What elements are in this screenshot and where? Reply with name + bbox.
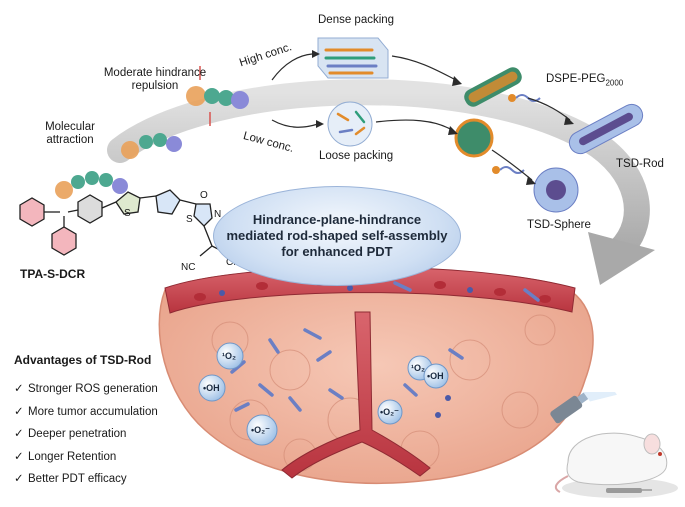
ros-hydroxyl-1: •OH [203,383,220,393]
tsd-rod [568,103,644,155]
check-icon: ✓ [14,450,24,463]
ros-superoxide-2: •O₂⁻ [380,407,399,417]
advantages-list: ✓ Stronger ROS generation ✓ More tumor acc… [14,378,158,491]
advantage-item: ✓ Longer Retention [14,446,158,469]
vessel-branch [281,311,431,479]
check-icon: ✓ [14,383,24,395]
label-molecular-attraction: Molecular attraction [30,121,110,147]
check-icon: ✓ [14,405,24,418]
check-icon: ✓ [14,473,24,485]
atom-s2: S [186,214,193,225]
center-title-line-2: mediated rod-shaped self-assembly [226,228,448,243]
rod-aggregate [464,67,522,107]
label-tpa-s-dcr: TPA-S-DCR [20,267,86,281]
advantage-item: ✓ Deeper penetration [14,423,158,446]
advantage-text: Longer Retention [28,450,117,463]
label-tsd-sphere: TSD-Sphere [527,219,591,231]
ros-singlet-oxygen-2: ¹O₂ [411,363,425,373]
label-dense-packing: Dense packing [318,14,395,26]
advantage-item: ✓ Better PDT efficacy [14,468,158,491]
label-molecular: Molecular [45,121,95,133]
atom-nc: NC [181,262,196,273]
label-moderate-hindrance: Moderate hindrance repulsion [80,67,230,93]
advantage-text: Stronger ROS generation [28,383,158,395]
advantage-item: ✓ Stronger ROS generation [14,378,158,401]
dense-packing-cube [317,37,389,79]
label-dspe-peg-sub: 2000 [605,78,624,88]
molecule-structure [19,189,229,257]
ros-singlet-oxygen-1: ¹O₂ [222,351,236,361]
ring-arrow [107,79,650,263]
atom-n: N [214,209,222,220]
label-moderate-hindrance-line1: Moderate hindrance [103,67,207,79]
label-loose-packing: Loose packing [319,150,394,162]
ring-arrowhead [588,232,655,285]
advantage-text: Deeper penetration [28,428,127,440]
label-dspe-peg: DSPE-PEG2000 [546,73,623,89]
molecule-chain [55,86,249,199]
advantage-item: ✓ More tumor accumulation [14,401,158,424]
label-repulsion: repulsion [131,80,179,92]
tsd-sphere [533,167,579,213]
ros-hydroxyl-2: •OH [427,371,444,381]
advantage-text: More tumor accumulation [28,405,158,418]
atom-o: O [200,190,208,201]
advantage-text: Better PDT efficacy [28,473,127,485]
atom-s1: S [124,208,131,219]
label-dspe-peg-text: DSPE-PEG [546,73,606,85]
ros-superoxide-1: •O₂⁻ [251,425,270,435]
label-tsd-rod: TSD-Rod [616,158,664,170]
advantages-title: Advantages of TSD-Rod [14,353,152,367]
check-icon: ✓ [14,428,24,440]
center-title-line-3: for enhanced PDT [281,244,393,259]
sphere-aggregate [454,118,494,158]
loose-packing-sphere [327,101,373,147]
mouse-illustration [550,392,678,498]
label-attraction: attraction [46,134,94,146]
center-title-ellipse: Hindrance-plane-hindrance mediated rod-s… [213,186,461,286]
center-title-line-1: Hindrance-plane-hindrance [252,212,422,227]
